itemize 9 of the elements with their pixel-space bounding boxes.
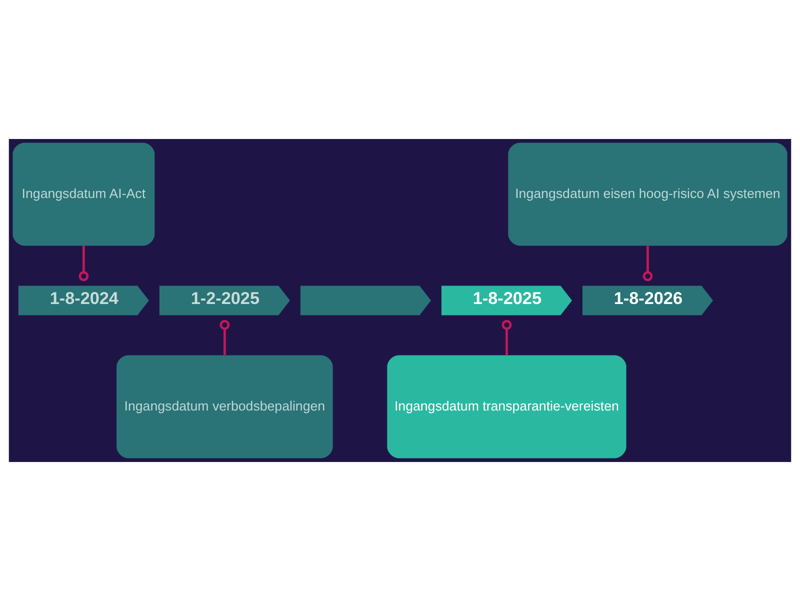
node-arrow: [300, 285, 431, 315]
node-box: Ingangsdatum transparantie-vereisten: [387, 354, 626, 458]
node-box: Ingangsdatum AI-Act: [12, 142, 155, 246]
connector: [642, 245, 653, 281]
node-box: Ingangsdatum eisen hoog-risico AI systemen: [508, 142, 788, 246]
node-box: Ingangsdatum verbodsbepalingen: [116, 354, 333, 458]
connector: [502, 319, 512, 354]
connector: [78, 245, 89, 281]
connector: [220, 319, 230, 354]
